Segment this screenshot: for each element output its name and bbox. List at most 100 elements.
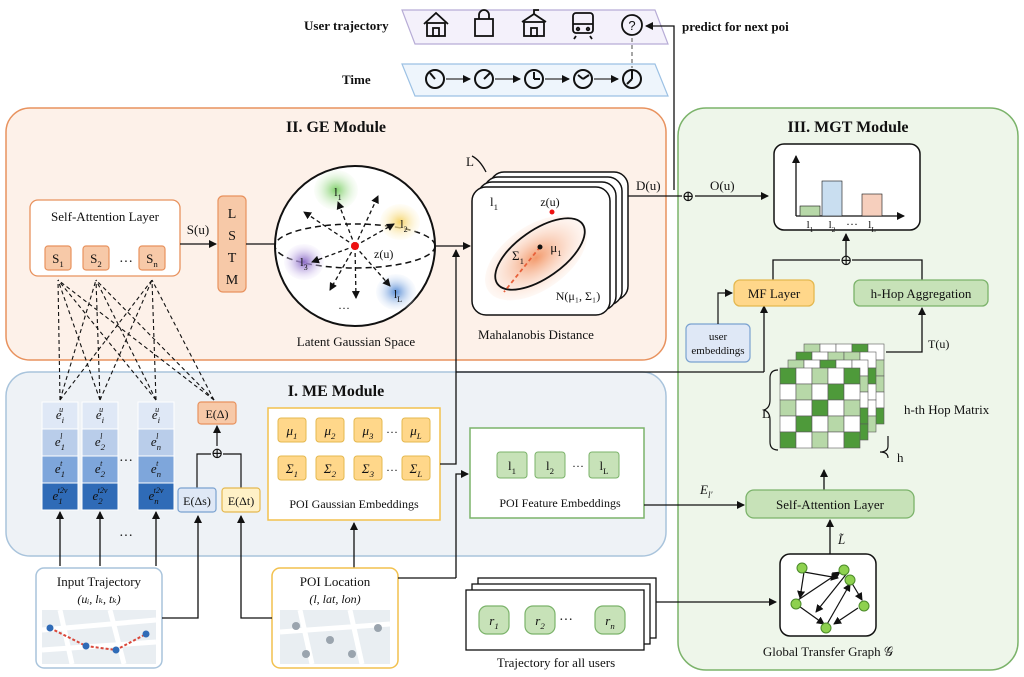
zu-point	[351, 242, 359, 250]
mu-item-label: μ1	[286, 423, 298, 441]
mu-item-box	[277, 417, 307, 443]
poi-map-thumbnail	[279, 609, 391, 665]
embed-cell-label: eiu	[56, 405, 65, 425]
matrix-cell	[779, 431, 797, 449]
l-tilde-label: L̃	[837, 532, 845, 547]
matrix-cell	[779, 367, 797, 385]
mf-layer-label: MF Layer	[748, 286, 801, 301]
feature-item-label: l2	[546, 458, 554, 476]
du-label: D(u)	[636, 178, 661, 193]
matrix-cell	[795, 367, 813, 385]
matrix-cell	[827, 431, 845, 449]
clock-icon-3	[524, 69, 544, 89]
mf-layer-box	[733, 279, 815, 307]
embed-cell-label: ent	[151, 459, 162, 479]
h-hop-aggregation-box	[853, 279, 989, 307]
maha-zu-label: z(u)	[540, 195, 559, 209]
oplus-symbol-3: ⊕	[840, 253, 853, 269]
mu-item-box	[315, 417, 345, 443]
train-icon	[572, 12, 594, 40]
mu-item-box	[401, 417, 431, 443]
embed-cell	[137, 482, 175, 511]
matrix-cell	[843, 399, 861, 417]
sphere-label-2: l2	[400, 217, 407, 234]
hop-matrix-stack	[779, 343, 885, 449]
gaussian-dots: ···	[386, 463, 398, 477]
matrix-cell	[811, 367, 829, 385]
unknown-poi-icon: ?	[621, 14, 643, 36]
poi-location-title: POI Location	[300, 574, 371, 589]
maha-mu-label: μ1	[550, 240, 561, 258]
maha-sigma-label: Σ1	[512, 248, 524, 266]
graph-edges	[795, 571, 863, 627]
matrix-cell	[811, 415, 829, 433]
mu-item-label: μ3	[362, 423, 375, 441]
embed-cell-label: enl	[151, 432, 162, 452]
user-embeddings-line1: user	[709, 331, 728, 343]
e-delta-t-label: E(Δt)	[228, 494, 254, 508]
embed-bottom-dots: ···	[119, 529, 133, 544]
matrix-cell	[827, 383, 845, 401]
mgt-self-attention-box	[745, 489, 915, 519]
embed-cell	[81, 482, 119, 511]
me-module-title: I. ME Module	[288, 383, 384, 400]
maha-normal-label: N(μ₁, Σ₁)	[556, 289, 600, 303]
mu-item-label: μ2	[324, 423, 337, 441]
matrix-cell	[795, 415, 813, 433]
poi-feature-caption: POI Feature Embeddings	[499, 496, 621, 510]
e-delta-t-box	[221, 487, 261, 513]
bar-label-2: l2	[829, 219, 836, 234]
mgt-self-attention-label: Self-Attention Layer	[776, 497, 885, 512]
gaussian-dots: ···	[386, 425, 398, 439]
r-item-box	[594, 605, 626, 635]
poi-location-sub: (l, lat, lon)	[309, 592, 360, 606]
mgt-module-title: III. MGT Module	[787, 119, 908, 136]
r-item-label: r1	[489, 613, 498, 631]
matrix-cell	[843, 431, 861, 449]
matrix-h-label: h	[897, 450, 904, 465]
lstm-letter: L	[228, 207, 237, 222]
shopping-bag-icon	[474, 9, 494, 37]
clock-icon-1	[425, 69, 445, 89]
gaussian-blob-l2	[380, 204, 420, 240]
feature-item-label: lL	[599, 458, 608, 476]
embed-cell	[137, 428, 175, 457]
sphere-caption: Latent Gaussian Space	[297, 334, 416, 349]
embed-cell-label: e1l	[55, 432, 65, 452]
embed-cell-label: ent2v	[148, 486, 163, 506]
lstm-letter: T	[228, 251, 237, 266]
sphere-label-1: l1	[334, 185, 341, 202]
embed-cell	[81, 401, 119, 430]
attention-links	[57, 279, 215, 401]
matrix-cell	[779, 383, 797, 401]
r-item-label: r2	[535, 613, 545, 631]
el-label: El′	[699, 482, 713, 500]
feature-item-box	[588, 451, 620, 479]
sphere-vectors	[303, 195, 395, 299]
sphere-label-3: l3	[300, 255, 307, 272]
matrix-cell	[795, 431, 813, 449]
svg-text:?: ?	[628, 18, 635, 33]
matrix-cell	[795, 383, 813, 401]
e-delta-s-label: E(Δs)	[183, 494, 211, 508]
feature-item-box	[534, 451, 566, 479]
feature-item-label: l1	[508, 458, 516, 476]
s-item-box-1	[44, 245, 72, 271]
ou-label: O(u)	[710, 178, 735, 193]
graph-caption: Global Transfer Graph 𝒢	[763, 644, 893, 659]
trajectory-all-caption: Trajectory for all users	[497, 655, 615, 670]
time-label: Time	[342, 72, 371, 87]
sigma-item-box	[353, 455, 383, 481]
input-trajectory-title: Input Trajectory	[57, 574, 142, 589]
oplus-symbol-2: ⊕	[211, 446, 224, 462]
embed-cell-label: e2l	[95, 432, 106, 452]
bar-3	[861, 193, 883, 217]
sigma-item-box	[277, 455, 307, 481]
sigma-dashed-axis	[503, 246, 541, 293]
gaussian-blob-l1	[314, 170, 358, 210]
clock-icon-4	[573, 69, 593, 89]
embed-cell-label: eiu	[96, 405, 105, 425]
